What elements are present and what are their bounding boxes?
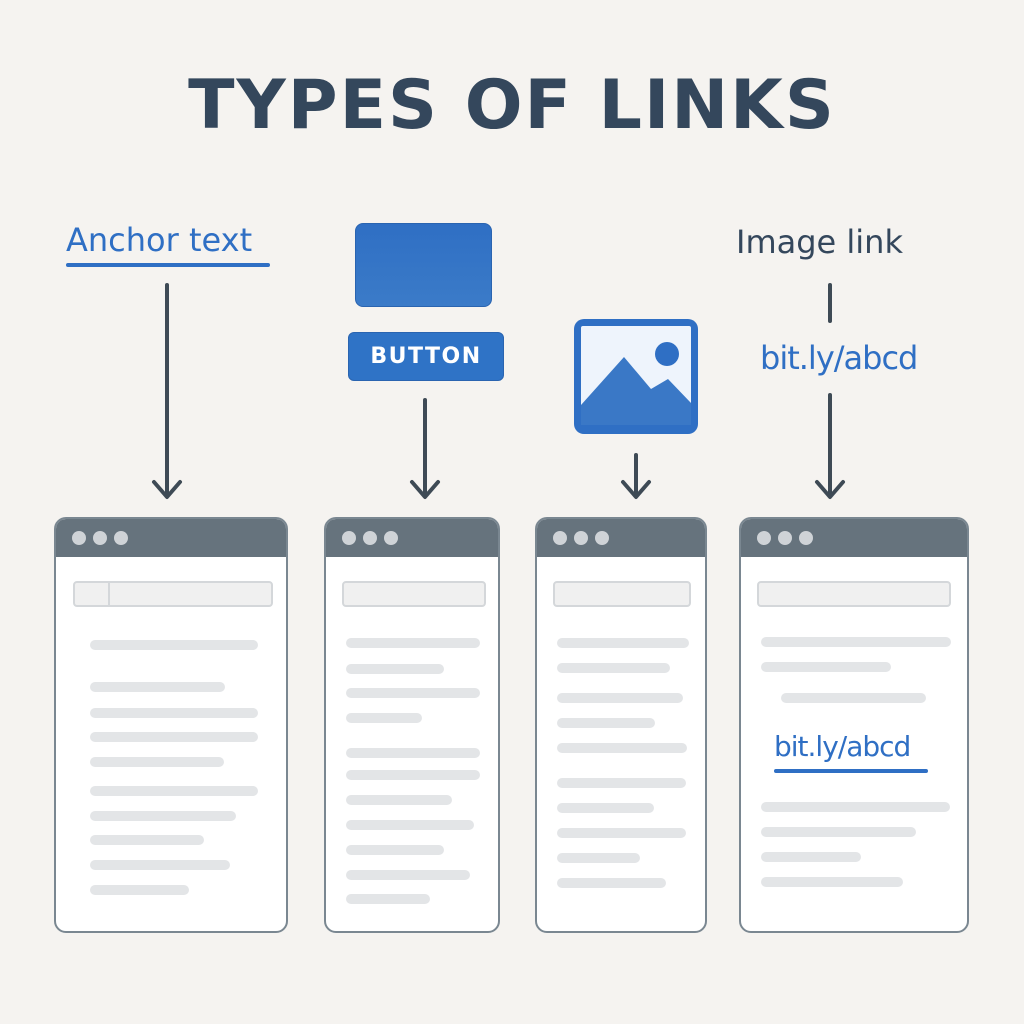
arrow-down-icon (815, 480, 845, 499)
placeholder-text-line (90, 708, 258, 718)
short-url-link[interactable]: bit.ly/abcd (760, 339, 918, 377)
window-dot-icon (757, 531, 771, 545)
address-bar[interactable] (342, 581, 486, 607)
button-link[interactable]: BUTTON (348, 332, 504, 381)
placeholder-text-line (557, 663, 670, 673)
placeholder-text-line (90, 811, 236, 821)
placeholder-text-line (346, 894, 430, 904)
arrow-button-shaft (423, 398, 427, 495)
placeholder-text-line (557, 718, 655, 728)
placeholder-text-line (90, 640, 258, 650)
anchor-underline (66, 263, 270, 267)
connector-line (828, 283, 832, 323)
placeholder-text-line (346, 713, 422, 723)
placeholder-text-line (557, 778, 686, 788)
browser-title-bar (56, 519, 286, 557)
placeholder-text-line (557, 803, 654, 813)
placeholder-text-line (90, 885, 189, 895)
browser-window-short-url: bit.ly/abcd (739, 517, 969, 933)
placeholder-text-line (346, 795, 452, 805)
inline-short-url-link[interactable]: bit.ly/abcd (774, 730, 911, 763)
window-dot-icon (384, 531, 398, 545)
image-icon[interactable] (572, 317, 700, 436)
anchor-text-link[interactable]: Anchor text (66, 221, 253, 259)
placeholder-text-line (90, 835, 204, 845)
window-dot-icon (778, 531, 792, 545)
address-bar-divider (108, 583, 110, 605)
arrow-down-icon (410, 480, 440, 499)
page-title: TYPES OF LINKS (188, 66, 836, 145)
arrow-anchor-shaft (165, 283, 169, 495)
placeholder-text-line (761, 802, 950, 812)
placeholder-text-line (346, 664, 444, 674)
window-dot-icon (799, 531, 813, 545)
placeholder-text-line (346, 638, 480, 648)
placeholder-text-line (346, 845, 444, 855)
placeholder-text-line (90, 682, 225, 692)
placeholder-text-line (346, 688, 480, 698)
window-dot-icon (72, 531, 86, 545)
window-dot-icon (363, 531, 377, 545)
arrow-shorturl-shaft (828, 393, 832, 495)
window-dot-icon (595, 531, 609, 545)
window-dot-icon (114, 531, 128, 545)
browser-window-image (535, 517, 707, 933)
browser-title-bar (537, 519, 705, 557)
placeholder-text-line (557, 693, 683, 703)
placeholder-text-line (346, 748, 480, 758)
placeholder-text-line (781, 693, 926, 703)
placeholder-text-line (557, 743, 687, 753)
window-dot-icon (574, 531, 588, 545)
window-dot-icon (553, 531, 567, 545)
inline-link-underline (774, 769, 928, 773)
placeholder-text-line (557, 638, 689, 648)
placeholder-text-line (557, 828, 686, 838)
placeholder-text-line (346, 770, 480, 780)
address-bar[interactable] (757, 581, 951, 607)
placeholder-text-line (761, 662, 891, 672)
window-dot-icon (342, 531, 356, 545)
placeholder-text-line (90, 757, 224, 767)
placeholder-text-line (90, 786, 258, 796)
placeholder-text-line (346, 820, 474, 830)
arrow-down-icon (152, 480, 182, 499)
placeholder-text-line (90, 860, 230, 870)
placeholder-text-line (346, 870, 470, 880)
placeholder-text-line (761, 637, 951, 647)
address-bar[interactable] (553, 581, 691, 607)
address-bar[interactable] (73, 581, 273, 607)
placeholder-text-line (557, 878, 666, 888)
image-link-label: Image link (736, 223, 903, 261)
browser-window-anchor (54, 517, 288, 933)
placeholder-text-line (761, 827, 916, 837)
browser-title-bar (326, 519, 498, 557)
browser-window-button (324, 517, 500, 933)
placeholder-text-line (557, 853, 640, 863)
window-dot-icon (93, 531, 107, 545)
button-block-shape[interactable] (355, 223, 492, 307)
arrow-down-icon (621, 480, 651, 499)
arrow-image-shaft (634, 453, 638, 495)
placeholder-text-line (90, 732, 258, 742)
placeholder-text-line (761, 852, 861, 862)
browser-title-bar (741, 519, 967, 557)
placeholder-text-line (761, 877, 903, 887)
